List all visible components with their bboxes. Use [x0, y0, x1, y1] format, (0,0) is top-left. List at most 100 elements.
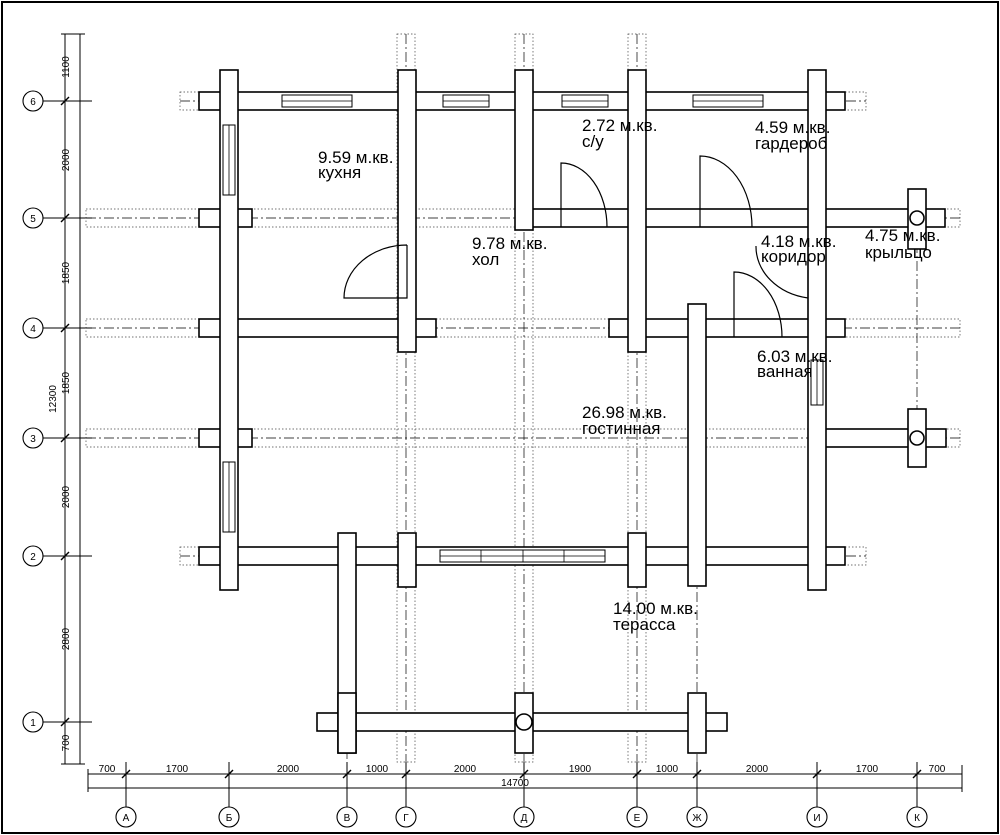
column-axis-marker: К	[906, 806, 928, 828]
dimension-tick	[912, 769, 922, 779]
windows	[222, 94, 824, 563]
dimension-tick	[60, 96, 70, 106]
row-axis-marker: 4	[22, 317, 44, 339]
dimension-tick	[342, 769, 352, 779]
round-post-k5	[909, 210, 925, 226]
dimension-value: 1850	[61, 261, 72, 284]
dimension-tick	[60, 551, 70, 561]
room-name: гардероб	[755, 134, 828, 153]
dimension-tick	[632, 769, 642, 779]
horizontal-dimension-chain: 700 1700 2000 1000 2000 1900 1000 2000 1…	[87, 764, 963, 792]
dimension-value: 1000	[656, 764, 679, 775]
post-e-row-2	[627, 532, 647, 588]
dimension-value: 1100	[61, 56, 72, 78]
dimension-value: 700	[929, 764, 946, 775]
wall-row-4-right	[608, 318, 846, 338]
room-name: кухня	[318, 163, 361, 182]
column-axis-label: В	[344, 813, 351, 824]
column-axis-label: Ж	[692, 813, 702, 824]
door-wardrobe	[699, 155, 753, 228]
column-axis-marker: Б	[218, 806, 240, 828]
room-area: 4.59 м.кв.	[755, 118, 830, 137]
row-axes: 6 5 4 3 2 1	[22, 90, 44, 733]
row-axis-label: 3	[30, 434, 36, 445]
room-area: 4.75 м.кв.	[865, 226, 940, 245]
dimension-value: 700	[99, 764, 116, 775]
doors	[343, 155, 809, 338]
dimension-tick	[60, 213, 70, 223]
wall-row-5-right	[524, 208, 946, 228]
room-area: 2.72 м.кв.	[582, 116, 657, 135]
post-zh-row-1	[687, 692, 707, 754]
wall-col-b	[219, 69, 239, 591]
dimension-value: 1900	[569, 764, 592, 775]
room-name: гостинная	[582, 419, 661, 438]
wall-row-4-left	[198, 318, 437, 338]
wall-col-e-upper	[627, 69, 647, 353]
dimension-tick	[121, 769, 131, 779]
column-axis-label: Б	[226, 813, 233, 824]
column-axis-label: А	[123, 813, 130, 824]
column-axis-label: Д	[521, 813, 528, 824]
vertical-dimension-chain: 1100 2000 1850 1850 2000 2800 700 12300	[48, 33, 85, 765]
room-name: с/у	[582, 132, 604, 151]
dimension-tick	[519, 769, 529, 779]
dimension-value: 1850	[61, 371, 72, 394]
column-axis-marker: В	[336, 806, 358, 828]
row-axis-label: 6	[30, 97, 36, 108]
room-area: 26.98 м.кв.	[582, 403, 667, 422]
row-axis-label: 2	[30, 552, 36, 563]
round-post-d1	[515, 713, 533, 731]
grid-band	[396, 33, 416, 763]
post-g-row-2	[397, 532, 417, 588]
door-corridor	[755, 245, 809, 299]
column-axis-label: И	[813, 813, 820, 824]
row-axis-marker: 3	[22, 427, 44, 449]
dimension-value: 1700	[166, 764, 189, 775]
door-kitchen	[343, 244, 408, 299]
room-area: 4.18 м.кв.	[761, 232, 836, 251]
room-name: терасса	[613, 615, 676, 634]
wall-col-zh	[687, 303, 707, 587]
room-area: 9.78 м.кв.	[472, 234, 547, 253]
column-axis-marker: Г	[395, 806, 417, 828]
dimension-value: 2000	[746, 764, 769, 775]
row-axis-marker: 5	[22, 207, 44, 229]
dimension-total: 12300	[48, 385, 59, 413]
dimension-value: 700	[61, 734, 72, 751]
dimension-value: 1700	[856, 764, 879, 775]
grid-band	[514, 33, 534, 763]
dimension-value: 2000	[61, 485, 72, 508]
round-post-k3	[909, 430, 925, 446]
door-wc	[560, 162, 608, 228]
room-name: ванная	[757, 362, 813, 381]
column-axis-marker: Ж	[686, 806, 708, 828]
dimension-tick	[60, 323, 70, 333]
dimension-tick	[812, 769, 822, 779]
door-bathroom	[733, 271, 783, 338]
column-axis-marker: А	[115, 806, 137, 828]
column-axis-marker: И	[806, 806, 828, 828]
column-axis-label: Е	[634, 813, 641, 824]
walls	[198, 69, 947, 754]
post-v-row-1	[337, 692, 357, 754]
dimension-total: 14700	[501, 778, 529, 789]
dimension-value: 2000	[454, 764, 477, 775]
dimension-tick	[224, 769, 234, 779]
row-axis-marker: 2	[22, 545, 44, 567]
dimension-tick	[401, 769, 411, 779]
grid-band	[627, 33, 647, 763]
room-name: крыльцо	[865, 243, 932, 262]
column-axes: А Б В Г Д Е Ж И К	[115, 806, 928, 828]
room-name: хол	[472, 250, 499, 269]
row-axis-marker: 1	[22, 711, 44, 733]
room-area: 14.00 м.кв.	[613, 599, 698, 618]
room-area: 9.59 м.кв.	[318, 148, 393, 167]
dimension-tick	[692, 769, 702, 779]
column-axis-label: К	[914, 813, 920, 824]
dimension-value: 2000	[277, 764, 300, 775]
column-axis-marker: Д	[513, 806, 535, 828]
column-axis-marker: Е	[626, 806, 648, 828]
